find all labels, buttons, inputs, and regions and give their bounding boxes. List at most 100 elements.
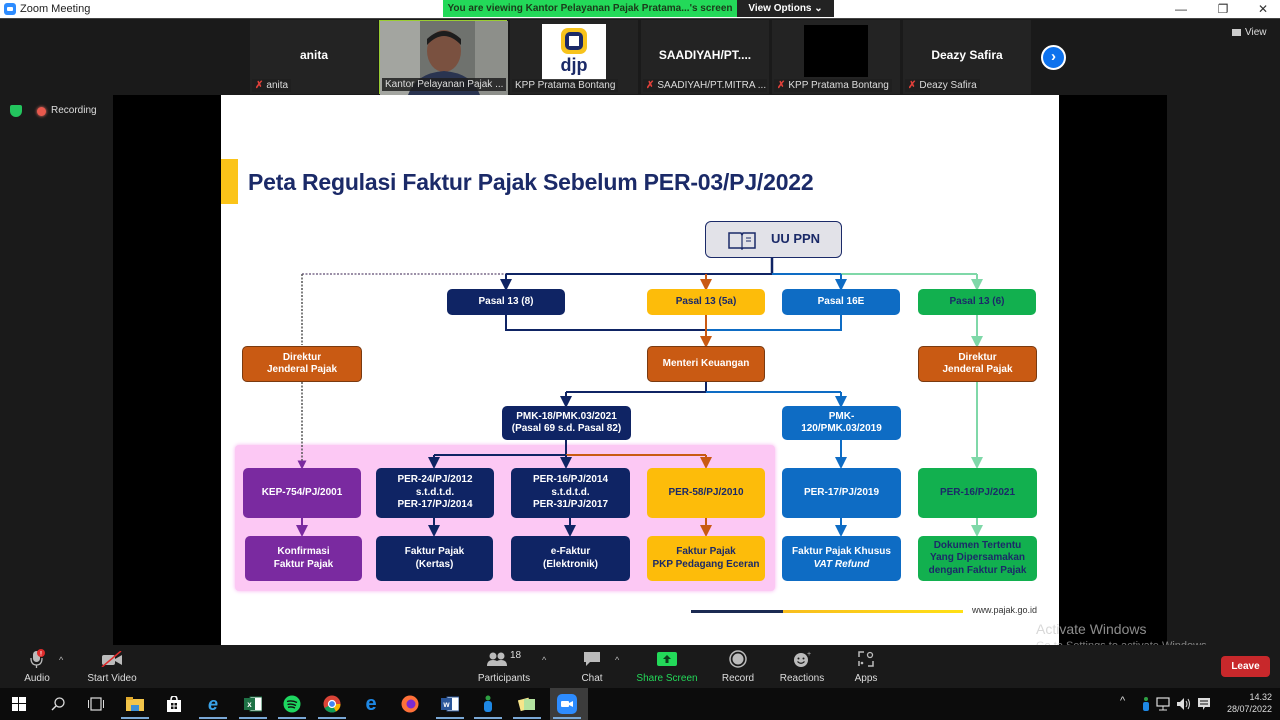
share-screen-button[interactable]: Share Screen: [636, 649, 698, 684]
participants-icon: [486, 652, 507, 666]
app-running-indicator: [199, 717, 227, 719]
svg-text:x: x: [247, 700, 252, 709]
minimize-button[interactable]: —: [1175, 2, 1187, 16]
edge-icon[interactable]: e: [365, 692, 377, 715]
window-title: Zoom Meeting: [20, 3, 91, 15]
reactions-label: Reactions: [779, 673, 825, 684]
internet-explorer-icon[interactable]: e: [207, 693, 218, 714]
next-page-arrow-button[interactable]: ›: [1041, 45, 1066, 70]
node-pasal-16e: Pasal 16E: [782, 289, 900, 315]
participant-label: ✗SAADIYAH/PT.MITRA ...: [643, 79, 767, 92]
mic-muted-icon: ✗: [646, 80, 655, 91]
zoom-taskbar-icon[interactable]: [557, 694, 577, 714]
book-icon: [728, 231, 756, 250]
show-hidden-icons-chevron[interactable]: ^: [1120, 695, 1126, 707]
audio-label: Audio: [24, 673, 50, 684]
participant-tile[interactable]: djp KPP Pratama Bontang: [510, 20, 638, 94]
task-view-icon[interactable]: [86, 694, 106, 714]
participant-label: ✗KPP Pratama Bontang: [774, 79, 892, 92]
file-explorer-icon[interactable]: [125, 694, 145, 714]
view-options-button[interactable]: View Options ⌄: [737, 0, 834, 17]
participant-display-name: SAADIYAH/PT....: [658, 48, 752, 62]
chat-button[interactable]: Chat: [572, 649, 612, 684]
node-per-58-2010: PER-58/PJ/2010: [647, 468, 765, 518]
clock-time: 14.32: [1249, 692, 1272, 702]
spotify-icon[interactable]: [282, 694, 302, 714]
djp-logo: djp: [542, 24, 606, 80]
participants-count: 18: [509, 649, 522, 661]
participant-label: Kantor Pelayanan Pajak ...: [382, 78, 506, 91]
app-running-indicator: [318, 717, 346, 719]
windows-start-icon[interactable]: [9, 694, 29, 714]
audio-options-caret[interactable]: ^: [59, 655, 64, 665]
share-screen-icon: [657, 652, 677, 666]
node-label: UU PPN: [770, 231, 821, 247]
notifications-icon[interactable]: [1194, 694, 1214, 714]
participant-label: ✗anita: [252, 79, 292, 92]
mic-muted-icon: ✗: [777, 80, 786, 91]
start-video-button[interactable]: Start Video: [84, 649, 140, 684]
app-running-indicator: [121, 717, 149, 719]
store-icon[interactable]: [164, 694, 184, 714]
word-icon[interactable]: w: [440, 694, 460, 714]
participant-tile[interactable]: ✗KPP Pratama Bontang: [772, 20, 900, 94]
svg-text:+: +: [807, 651, 811, 658]
node-pmk-120: PMK-120/PMK.03/2019: [782, 406, 901, 440]
view-layout-button[interactable]: View: [1232, 27, 1267, 38]
search-icon[interactable]: [48, 694, 68, 714]
volume-icon[interactable]: [1174, 694, 1194, 714]
app-running-indicator: [436, 717, 464, 719]
participant-tile[interactable]: Deazy Safira ✗Deazy Safira: [903, 20, 1031, 94]
participant-tile[interactable]: anita ✗anita: [250, 20, 378, 94]
node-menteri-keuangan: Menteri Keuangan: [647, 346, 765, 382]
node-pmk-18: PMK-18/PMK.03/2021(Pasal 69 s.d. Pasal 8…: [502, 406, 631, 440]
excel-icon[interactable]: x: [243, 694, 263, 714]
recording-label[interactable]: Recording: [51, 105, 97, 116]
sticky-notes-icon[interactable]: [517, 694, 537, 714]
app-running-indicator: [278, 717, 306, 719]
participants-options-caret[interactable]: ^: [542, 655, 547, 665]
participant-tile[interactable]: SAADIYAH/PT.... ✗SAADIYAH/PT.MITRA ...: [641, 20, 769, 94]
system-clock[interactable]: 14.32 28/07/2022: [1222, 691, 1272, 715]
app-running-indicator: [553, 717, 581, 719]
share-screen-label: Share Screen: [636, 673, 698, 684]
apps-button[interactable]: Apps: [850, 649, 882, 684]
app-running-indicator: [474, 717, 502, 719]
record-button[interactable]: Record: [718, 649, 758, 684]
reactions-button[interactable]: + Reactions: [778, 649, 826, 684]
node-per-16-2021: PER-16/PJ/2021: [918, 468, 1037, 518]
meeting-toolbar: [0, 645, 1280, 688]
clock-date: 28/07/2022: [1226, 704, 1272, 714]
slide-title: Peta Regulasi Faktur Pajak Sebelum PER-0…: [248, 169, 814, 195]
participants-label: Participants: [477, 673, 531, 684]
audio-button[interactable]: ! Audio: [20, 649, 54, 684]
tray-app-icon[interactable]: [1136, 694, 1156, 714]
participant-tile-active-speaker[interactable]: Kantor Pelayanan Pajak ...: [379, 20, 508, 95]
apps-icon: [858, 651, 874, 667]
network-icon[interactable]: [1154, 694, 1174, 714]
firefox-icon[interactable]: [400, 694, 420, 714]
participants-button[interactable]: 18 Participants: [476, 649, 532, 685]
leave-button[interactable]: Leave: [1221, 656, 1270, 677]
people-app-icon[interactable]: [478, 694, 498, 714]
mic-muted-icon: ✗: [255, 80, 264, 91]
node-pasal-13-8: Pasal 13 (8): [447, 289, 565, 315]
svg-text:!: !: [40, 652, 42, 658]
apps-label: Apps: [854, 673, 878, 684]
activate-windows-title: Activate Windows: [1036, 621, 1147, 637]
restore-button[interactable]: ❐: [1217, 2, 1229, 16]
start-video-label: Start Video: [87, 673, 137, 684]
chat-options-caret[interactable]: ^: [615, 655, 620, 665]
security-shield-icon[interactable]: [10, 105, 22, 117]
participant-display-name: Deazy Safira: [931, 48, 1003, 62]
zoom-app-icon: [4, 3, 16, 15]
node-uu-ppn: UU PPN: [705, 221, 842, 258]
viewing-banner: You are viewing Kantor Pelayanan Pajak P…: [443, 0, 737, 17]
close-button[interactable]: ✕: [1257, 2, 1269, 16]
chrome-icon[interactable]: [322, 694, 342, 714]
presentation-slide: Peta Regulasi Faktur Pajak Sebelum PER-0…: [221, 95, 1059, 645]
footer-bar-navy: [691, 610, 783, 613]
mic-muted-icon: ✗: [908, 80, 917, 91]
